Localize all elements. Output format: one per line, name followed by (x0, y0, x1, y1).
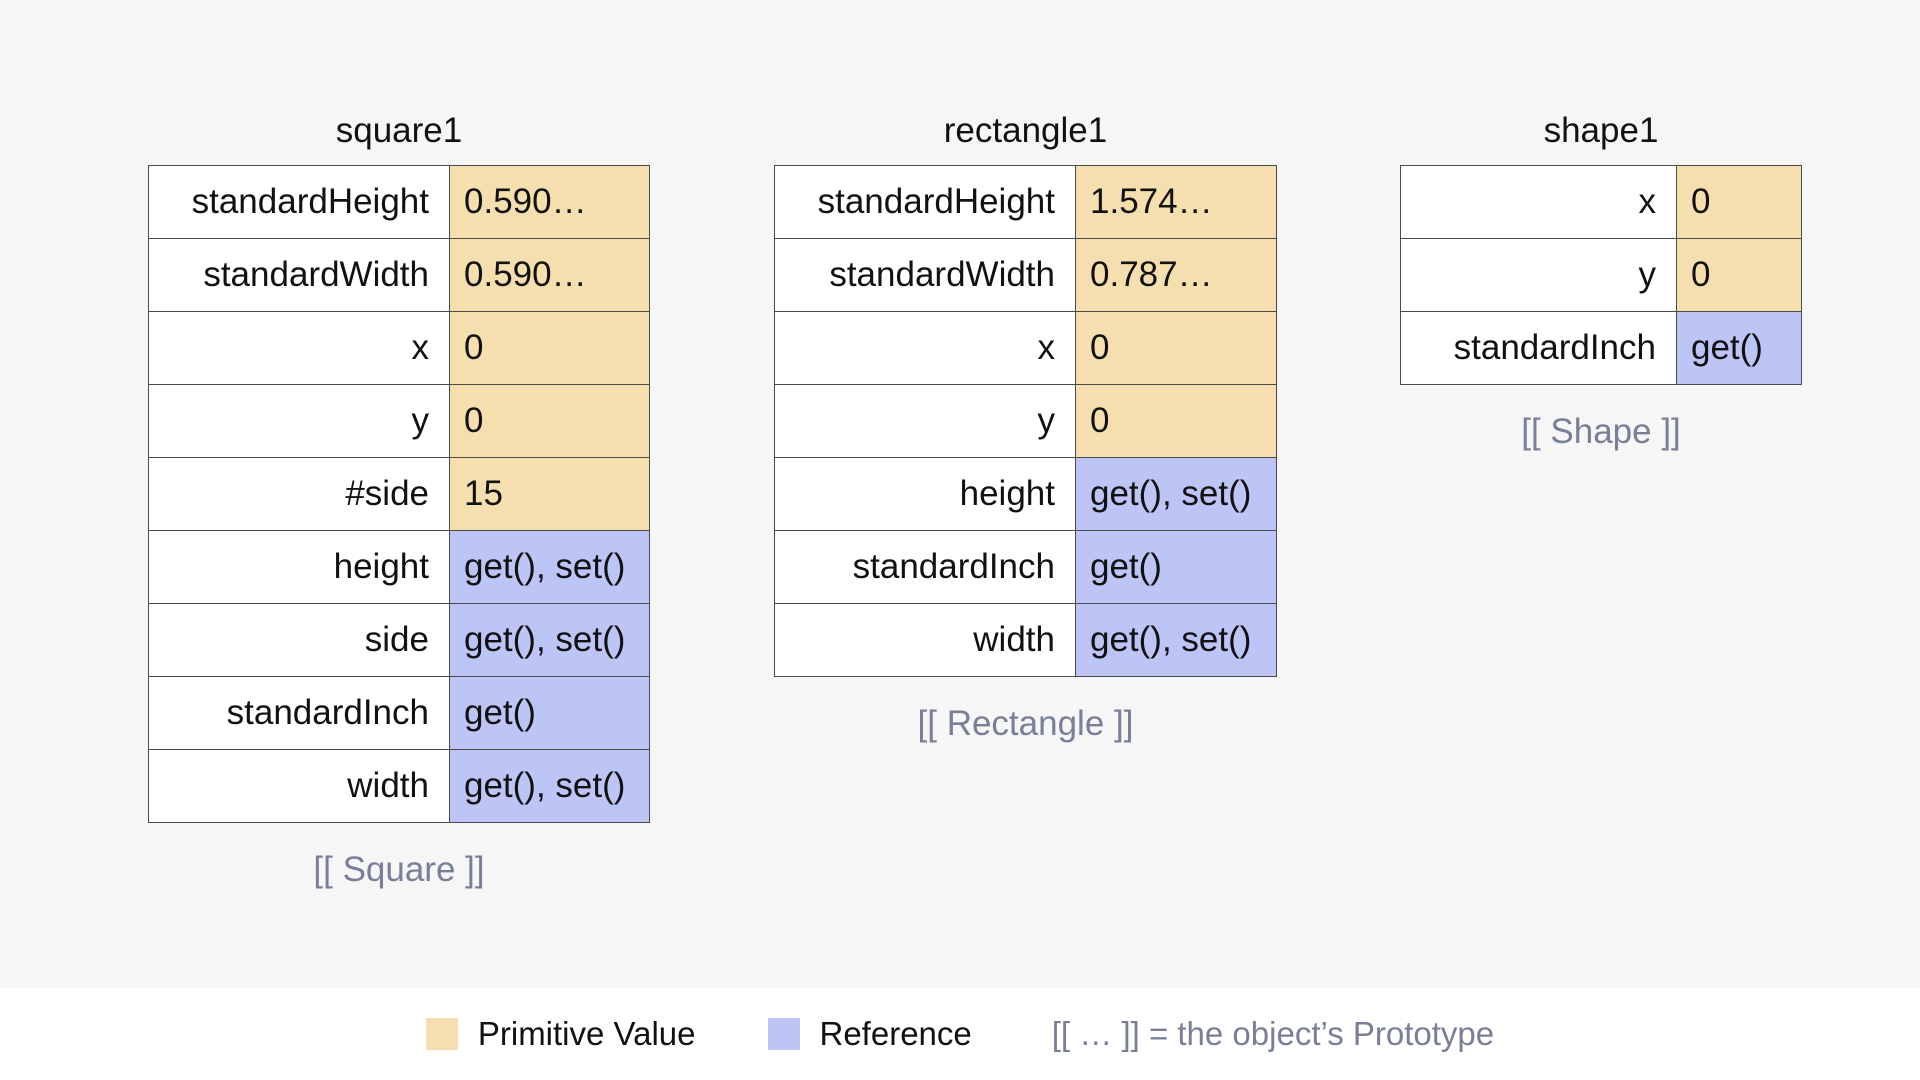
property-key: height (774, 457, 1076, 531)
primitive-value: 0.590… (449, 165, 650, 239)
property-key: standardInch (1400, 311, 1677, 385)
reference-value: get() (449, 676, 650, 750)
legend-item-reference: Reference (767, 1015, 972, 1053)
primitive-value: 15 (449, 457, 650, 531)
property-key: #side (148, 457, 450, 531)
primitive-value: 1.574… (1075, 165, 1277, 239)
reference-value: get(), set() (449, 530, 650, 604)
property-key: side (148, 603, 450, 677)
primitive-value: 0 (449, 311, 650, 385)
reference-value: get(), set() (1075, 603, 1277, 677)
object-title: shape1 (1543, 111, 1659, 150)
legend-item-primitive: Primitive Value (425, 1015, 696, 1053)
property-key: x (148, 311, 450, 385)
property-key: y (774, 384, 1076, 458)
legend: Primitive Value Reference [[ … ]] = the … (0, 988, 1920, 1080)
reference-value: get(), set() (1075, 457, 1277, 531)
prototype-label: [[ Rectangle ]] (917, 704, 1134, 743)
legend-item-prototype-note: [[ … ]] = the object’s Prototype (1052, 1015, 1494, 1053)
reference-value: get(), set() (449, 603, 650, 677)
property-key: width (148, 749, 450, 823)
primitive-value: 0.590… (449, 238, 650, 312)
primitive-swatch (425, 1018, 458, 1050)
primitive-value: 0 (1075, 311, 1277, 385)
reference-value: get() (1676, 311, 1802, 385)
primitive-value: 0 (1676, 238, 1802, 312)
property-key: height (148, 530, 450, 604)
primitive-value: 0 (1075, 384, 1277, 458)
property-key: standardInch (774, 530, 1076, 604)
property-key: standardWidth (774, 238, 1076, 312)
object-title: rectangle1 (943, 111, 1108, 150)
prototype-label: [[ Square ]] (313, 850, 485, 889)
primitive-value: 0 (1676, 165, 1802, 239)
reference-value: get(), set() (449, 749, 650, 823)
object-title: square1 (335, 111, 463, 150)
primitive-value: 0.787… (1075, 238, 1277, 312)
legend-label-primitive: Primitive Value (477, 1015, 696, 1052)
property-key: y (1400, 238, 1677, 312)
property-key: width (774, 603, 1076, 677)
legend-label-reference: Reference (819, 1015, 972, 1052)
reference-swatch (767, 1018, 800, 1050)
property-key: standardWidth (148, 238, 450, 312)
primitive-value: 0 (449, 384, 650, 458)
property-key: x (774, 311, 1076, 385)
prototype-label: [[ Shape ]] (1521, 412, 1681, 451)
property-key: x (1400, 165, 1677, 239)
property-key: standardInch (148, 676, 450, 750)
property-key: standardHeight (774, 165, 1076, 239)
legend-prototype-note: [[ … ]] = the object’s Prototype (1051, 1015, 1495, 1052)
property-key: y (148, 384, 450, 458)
reference-value: get() (1075, 530, 1277, 604)
property-key: standardHeight (148, 165, 450, 239)
